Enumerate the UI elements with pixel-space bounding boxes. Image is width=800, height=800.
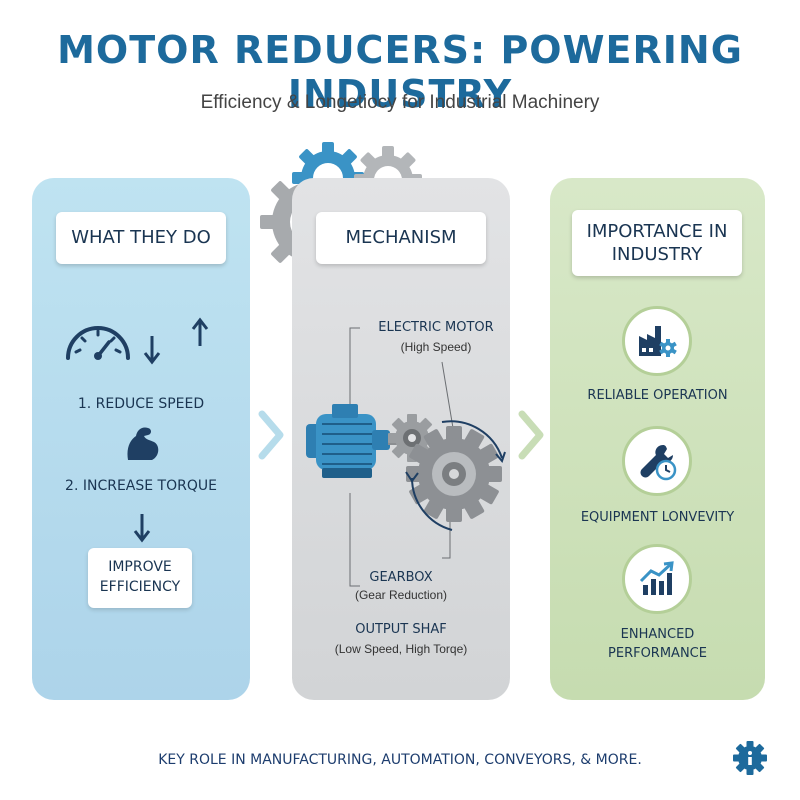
gearbox-sublabel: (Gear Reduction) — [354, 588, 448, 602]
electric-motor-sublabel: (High Speed) — [400, 340, 472, 354]
factory-gear-icon — [622, 306, 692, 376]
mechanism-heading: MECHANISM — [316, 212, 486, 264]
page-title: MOTOR REDUCERS: POWERING INDUSTRY — [57, 28, 743, 116]
page-subtitle: Efficiency & Longetiocy for Industrial M… — [200, 92, 600, 113]
footer-text: KEY ROLE IN MANUFACTURING, AUTOMATION, C… — [158, 752, 642, 768]
reliable-operation-label: RELIABLE OPERATION — [587, 388, 728, 403]
speedometer-icon — [66, 326, 130, 360]
mechanism-diagram — [306, 327, 506, 587]
arrow-down-icon — [143, 336, 161, 365]
improve-efficiency-box: IMPROVE EFFICIENCY — [88, 548, 192, 608]
small-gear-icon — [388, 414, 436, 462]
electric-motor-icon — [306, 404, 402, 478]
mechanism-panel: MECHANISM ELECTRIC MOTOR (High Speed) — [292, 178, 510, 700]
wrench-clock-icon — [622, 426, 692, 496]
what-they-do-panel: WHAT THEY DO 1. REDUCE SPEED 2. INCREASE… — [32, 178, 250, 700]
chevron-right-icon — [258, 410, 284, 460]
chevron-right-icon — [518, 410, 544, 460]
enhanced-performance-label: ENHANCED PERFORMANCE — [608, 627, 707, 661]
equipment-longevity-label: EQUIPMENT LONVEVITY — [580, 510, 735, 525]
gearbox-label: GEARBOX — [369, 570, 433, 585]
info-gear-icon — [733, 741, 767, 775]
output-shaft-sublabel: (Low Speed, High Torqe) — [334, 642, 468, 656]
increase-torque-label: 2. INCREASE TORQUE — [65, 478, 217, 494]
importance-heading: IMPORTANCE IN INDUSTRY — [572, 210, 742, 276]
importance-panel: IMPORTANCE IN INDUSTRY RELIABLE OPERATIO… — [550, 178, 765, 700]
muscle-arm-icon — [127, 427, 159, 460]
arrow-up-icon — [191, 317, 209, 346]
large-gear-icon — [406, 426, 502, 522]
what-they-do-heading: WHAT THEY DO — [56, 212, 226, 264]
electric-motor-label: ELECTRIC MOTOR — [378, 320, 494, 335]
growth-chart-icon — [622, 544, 692, 614]
arrow-down-icon — [133, 514, 151, 543]
reduce-speed-label: 1. REDUCE SPEED — [77, 396, 205, 412]
output-shaft-label: OUTPUT SHAF — [355, 622, 447, 637]
